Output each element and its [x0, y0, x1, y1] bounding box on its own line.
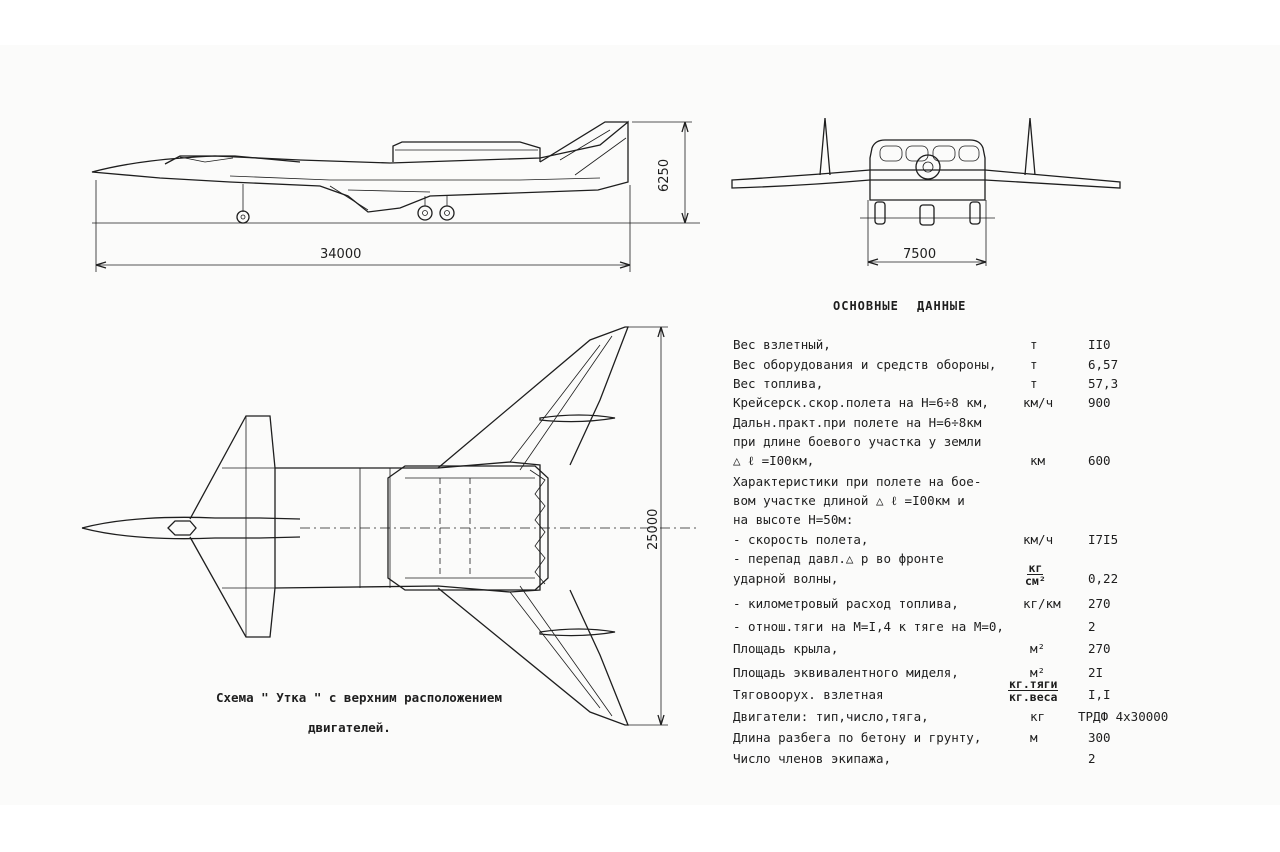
table-row: Площадь крыла, м² 270: [733, 640, 1203, 660]
table-row: Вес взлетный, т II0: [733, 336, 1203, 356]
row-label: - скорость полета,: [733, 532, 869, 547]
row-label: Двигатели: тип,число,тяга,: [733, 709, 929, 724]
row-label: ударной волны,: [733, 571, 839, 586]
row-unit: кг/км: [1023, 596, 1061, 611]
caption-line-1: Схема " Утка " с верхним расположением: [216, 690, 502, 705]
table-row: Вес оборудования и средств обороны, т 6,57: [733, 356, 1203, 376]
row-value: 2: [1088, 751, 1096, 766]
drawing-sheet: [0, 45, 1280, 805]
row-value: 2I: [1088, 665, 1104, 680]
table-row: Число членов экипажа, 2: [733, 750, 1203, 770]
table-row: - отнош.тяги на М=I,4 к тяге на М=0, 2: [733, 618, 1203, 638]
row-value: 270: [1088, 596, 1111, 611]
row-unit: кг: [1030, 709, 1046, 724]
row-label: на высоте Н=50м:: [733, 512, 854, 527]
row-label: Характеристики при полете на бое-: [733, 474, 982, 489]
row-label: - километровый расход топлива,: [733, 596, 959, 611]
row-value: 900: [1088, 395, 1111, 410]
row-unit: км/ч: [1023, 395, 1054, 410]
row-label: Площадь эквивалентного миделя,: [733, 665, 959, 680]
front-view: [731, 117, 1121, 266]
unit-numerator: кг: [1027, 561, 1044, 575]
row-value: I,I: [1088, 687, 1111, 702]
row-label: Вес топлива,: [733, 376, 824, 391]
row-value: I7I5: [1088, 532, 1119, 547]
row-label: вом участке длиной △ ℓ =I00км и: [733, 493, 965, 508]
row-label: - отнош.тяги на М=I,4 к тяге на М=0,: [733, 619, 1004, 634]
row-value: ТРДФ 4х30000: [1078, 709, 1169, 724]
row-unit: т: [1030, 337, 1038, 352]
caption-line-2: двигателей.: [308, 720, 391, 735]
table-row: Площадь эквивалентного миделя, м² 2I: [733, 664, 1203, 684]
table-heading: ОСНОВНЫЕ ДАННЫЕ: [833, 299, 967, 313]
row-label: Длина разбега по бетону и грунту,: [733, 730, 982, 745]
row-value: 0,22: [1088, 571, 1119, 586]
row-value: 600: [1088, 453, 1111, 468]
row-value: 2: [1088, 619, 1096, 634]
table-row: при длине боевого участка у земли: [733, 433, 1203, 453]
row-unit: км: [1030, 453, 1046, 468]
table-row: Характеристики при полете на бое-: [733, 473, 1203, 493]
width-dimension: 7500: [903, 247, 936, 262]
row-label: - перепад давл.△ р во фронте: [733, 551, 944, 566]
row-label: Дальн.практ.при полете на Н=6÷8км: [733, 415, 982, 430]
row-unit: м²: [1030, 665, 1046, 680]
row-label: Число членов экипажа,: [733, 751, 892, 766]
table-row: - скорость полета, км/ч I7I5: [733, 531, 1203, 551]
row-value: 300: [1088, 730, 1111, 745]
table-row: на высоте Н=50м:: [733, 511, 1203, 531]
span-dimension: 25000: [646, 509, 661, 550]
unit-denominator: кг.веса: [1009, 690, 1058, 704]
row-unit: м²: [1030, 641, 1046, 656]
row-label: Вес взлетный,: [733, 337, 831, 352]
height-dimension: 6250: [657, 159, 672, 192]
table-row: Вес топлива, т 57,3: [733, 375, 1203, 395]
row-label: △ ℓ =I00км,: [733, 453, 815, 468]
row-value: 57,3: [1088, 376, 1119, 391]
unit-denominator: см²: [1025, 574, 1046, 588]
table-row: - километровый расход топлива, кг/км 270: [733, 595, 1203, 615]
table-row: Дальн.практ.при полете на Н=6÷8км: [733, 414, 1203, 434]
side-view: [91, 120, 700, 272]
table-row: △ ℓ =I00км, км 600: [733, 452, 1203, 472]
row-value: 270: [1088, 641, 1111, 656]
table-row: Двигатели: тип,число,тяга, кг ТРДФ 4х30000: [733, 708, 1203, 728]
row-label: при длине боевого участка у земли: [733, 434, 982, 449]
row-value: II0: [1088, 337, 1111, 352]
row-unit: т: [1030, 357, 1038, 372]
row-unit: т: [1030, 376, 1038, 391]
table-row: Длина разбега по бетону и грунту, м 300: [733, 729, 1203, 749]
unit-numerator: кг.тяги: [1008, 677, 1059, 691]
row-unit: м: [1030, 730, 1038, 745]
row-label: Вес оборудования и средств обороны,: [733, 357, 997, 372]
table-row: - перепад давл.△ р во фронте: [733, 550, 1203, 570]
row-value: 6,57: [1088, 357, 1119, 372]
length-dimension: 34000: [320, 247, 361, 262]
row-label: Крейсерск.скор.полета на Н=6÷8 км,: [733, 395, 989, 410]
row-label: Площадь крыла,: [733, 641, 839, 656]
top-view: [81, 326, 700, 726]
table-row: вом участке длиной △ ℓ =I00км и: [733, 492, 1203, 512]
table-row: Крейсерск.скор.полета на Н=6÷8 км, км/ч 90…: [733, 394, 1203, 414]
row-label: Тяговоорух. взлетная: [733, 687, 884, 702]
row-unit: км/ч: [1023, 532, 1054, 547]
